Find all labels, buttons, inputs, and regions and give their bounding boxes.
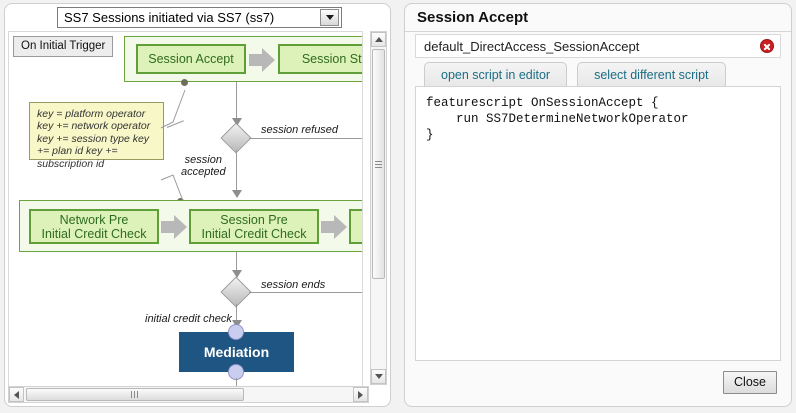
arrowhead-icon [232,270,242,278]
flow-arrow-icon [249,48,275,72]
connector [236,304,237,326]
tab-select-different-script[interactable]: select different script [577,62,726,88]
script-code-area[interactable]: featurescript OnSessionAccept { run SS7D… [415,86,781,361]
scroll-up-button[interactable] [371,32,386,47]
edge-label-initial-credit-check: initial credit check [145,313,232,325]
connector [236,82,237,120]
node-third-credit-check[interactable]: S Initi [349,209,362,244]
note-leader-line [160,89,186,129]
key-note: key = platform operator key += network o… [29,102,164,170]
node-network-pre-initial-credit-check[interactable]: Network Pre Initial Credit Check [29,209,159,244]
grip-icon [130,391,140,398]
selector-row: SS7 Sessions initiated via SS7 (ss7) [5,4,390,30]
node-session-pre-initial-credit-check[interactable]: Session Pre Initial Credit Check [189,209,319,244]
diagram-panel: SS7 Sessions initiated via SS7 (ss7) On … [4,3,391,407]
script-name-bar: default_DirectAccess_SessionAccept [415,34,781,58]
diagram-horizontal-scrollbar[interactable] [8,386,369,403]
triangle-left-icon [14,390,19,399]
grip-icon [375,160,382,168]
vertical-scroll-thumb[interactable] [372,49,385,279]
triangle-right-icon [358,390,363,399]
decision-diamond-ends [220,276,252,308]
on-initial-trigger-tab[interactable]: On Initial Trigger [13,36,114,57]
close-button[interactable]: Close [723,371,777,394]
port-top[interactable] [228,324,244,340]
horizontal-scroll-thumb[interactable] [26,388,244,401]
connector [249,292,362,293]
script-tabs: open script in editor select different s… [424,62,726,88]
diagram-canvas-wrap: On Initial Trigger Session Accept Sessio… [8,31,387,403]
edge-label-session-accepted: session accepted [181,154,226,178]
edge-label-session-ends: session ends [261,279,326,291]
trigger-selector-value: SS7 Sessions initiated via SS7 (ss7) [64,10,275,25]
triangle-down-icon [374,374,383,379]
scroll-left-button[interactable] [9,387,24,402]
connector [236,378,237,387]
script-name: default_DirectAccess_SessionAccept [424,38,640,54]
connector [249,138,362,139]
flow-arrow-icon [321,215,347,239]
connector [236,150,237,194]
trigger-selector-dropdown[interactable]: SS7 Sessions initiated via SS7 (ss7) [57,7,342,28]
scroll-right-button[interactable] [353,387,368,402]
edge-label-session-refused: session refused [261,124,339,136]
flow-arrow-icon [161,215,187,239]
connector [236,252,237,274]
node-session-accept[interactable]: Session Accept [136,44,246,74]
script-details-panel: Session Accept default_DirectAccess_Sess… [404,3,792,407]
scroll-down-button[interactable] [371,369,386,384]
triangle-up-icon [374,37,383,42]
chevron-down-icon[interactable] [320,9,339,26]
arrowhead-icon [232,190,242,198]
arrowhead-icon [232,118,242,126]
diagram-canvas[interactable]: On Initial Trigger Session Accept Sessio… [8,31,363,388]
tab-open-script-in-editor[interactable]: open script in editor [424,62,568,88]
diagram-vertical-scrollbar[interactable] [370,31,387,385]
node-session-start[interactable]: Session Start [278,44,362,74]
connector-dot [181,79,188,86]
note-leader-line-2 [160,174,186,207]
decision-diamond-session [220,122,252,154]
close-circle-icon[interactable] [760,39,774,53]
panel-title: Session Accept [405,4,791,32]
